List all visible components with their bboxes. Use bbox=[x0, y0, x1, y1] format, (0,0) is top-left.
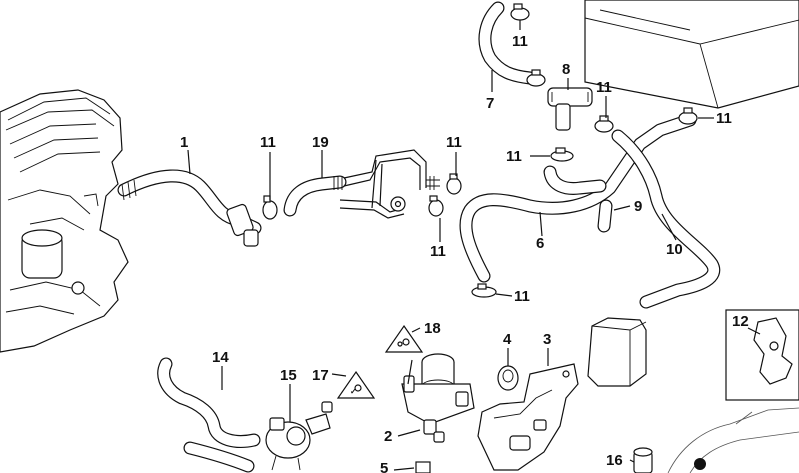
callout-8: 8 bbox=[562, 61, 570, 78]
callout-17: 17 bbox=[312, 367, 329, 384]
bracket-12 bbox=[725, 309, 799, 401]
callout-7: 7 bbox=[486, 95, 494, 112]
bracket-3 bbox=[477, 363, 579, 471]
callout-5: 5 bbox=[380, 460, 388, 473]
part-16 bbox=[633, 447, 653, 473]
callout-12: 12 bbox=[732, 313, 749, 330]
expansion-box-top bbox=[584, 0, 799, 109]
clamp-mid bbox=[550, 147, 574, 162]
hose-1 bbox=[117, 169, 262, 247]
clamp-hose-19-right bbox=[446, 173, 462, 195]
hose-9 bbox=[597, 199, 613, 233]
grommet-4 bbox=[497, 365, 519, 391]
callout-3: 3 bbox=[543, 331, 551, 348]
hose-19 bbox=[283, 149, 440, 219]
callout-18: 18 bbox=[424, 320, 441, 337]
t-connector-8 bbox=[547, 87, 593, 131]
engine-block bbox=[0, 89, 129, 353]
callout-11-hose-1: 11 bbox=[260, 134, 276, 151]
callout-14: 14 bbox=[212, 349, 229, 366]
callout-6: 6 bbox=[536, 235, 544, 252]
clamp-top bbox=[510, 3, 530, 21]
pump-15 bbox=[265, 401, 333, 471]
callout-11-hose-6-bottom: 11 bbox=[514, 288, 530, 305]
leader-lines bbox=[187, 20, 761, 471]
coolant-reservoir bbox=[587, 317, 647, 387]
clamp-hose-1 bbox=[262, 195, 278, 220]
clamp-left-of-8 bbox=[526, 69, 546, 87]
callout-10: 10 bbox=[666, 241, 683, 258]
callout-11-hose-19-lower: 11 bbox=[430, 243, 446, 260]
hose-6 bbox=[459, 113, 697, 283]
callout-11-top: 11 bbox=[512, 33, 528, 50]
callout-9: 9 bbox=[634, 198, 642, 215]
callout-11-hose-19: 11 bbox=[446, 134, 462, 151]
callout-11-hose-6-end: 11 bbox=[716, 110, 732, 127]
clamp-hose-19-lower bbox=[428, 195, 444, 217]
callout-2: 2 bbox=[384, 428, 392, 445]
car-silhouette bbox=[667, 407, 799, 473]
warning-label-18 bbox=[384, 324, 424, 353]
hose-clamps bbox=[262, 3, 698, 298]
warning-label-17: ✓ bbox=[336, 370, 376, 399]
callout-15: 15 bbox=[280, 367, 297, 384]
clamp-right-of-8 bbox=[594, 115, 614, 133]
callout-11-right-of-8: 11 bbox=[596, 79, 612, 96]
hose-14 bbox=[157, 357, 261, 473]
callout-19: 19 bbox=[312, 134, 329, 151]
callout-labels: 1 11 19 11 11 11 7 8 11 11 11 6 9 10 11 … bbox=[180, 33, 749, 473]
hose-7 bbox=[478, 1, 537, 85]
clamp-hose-6-end bbox=[678, 107, 698, 125]
callout-16: 16 bbox=[606, 452, 623, 469]
svg-text:✓: ✓ bbox=[350, 387, 357, 396]
clamp-hose-6-bottom bbox=[471, 283, 497, 298]
callout-11-mid: 11 bbox=[506, 148, 522, 165]
callout-4: 4 bbox=[503, 331, 512, 348]
part-5 bbox=[415, 461, 431, 473]
callout-1: 1 bbox=[180, 134, 188, 151]
hose-10 bbox=[611, 129, 721, 309]
valve-2 bbox=[401, 353, 475, 443]
